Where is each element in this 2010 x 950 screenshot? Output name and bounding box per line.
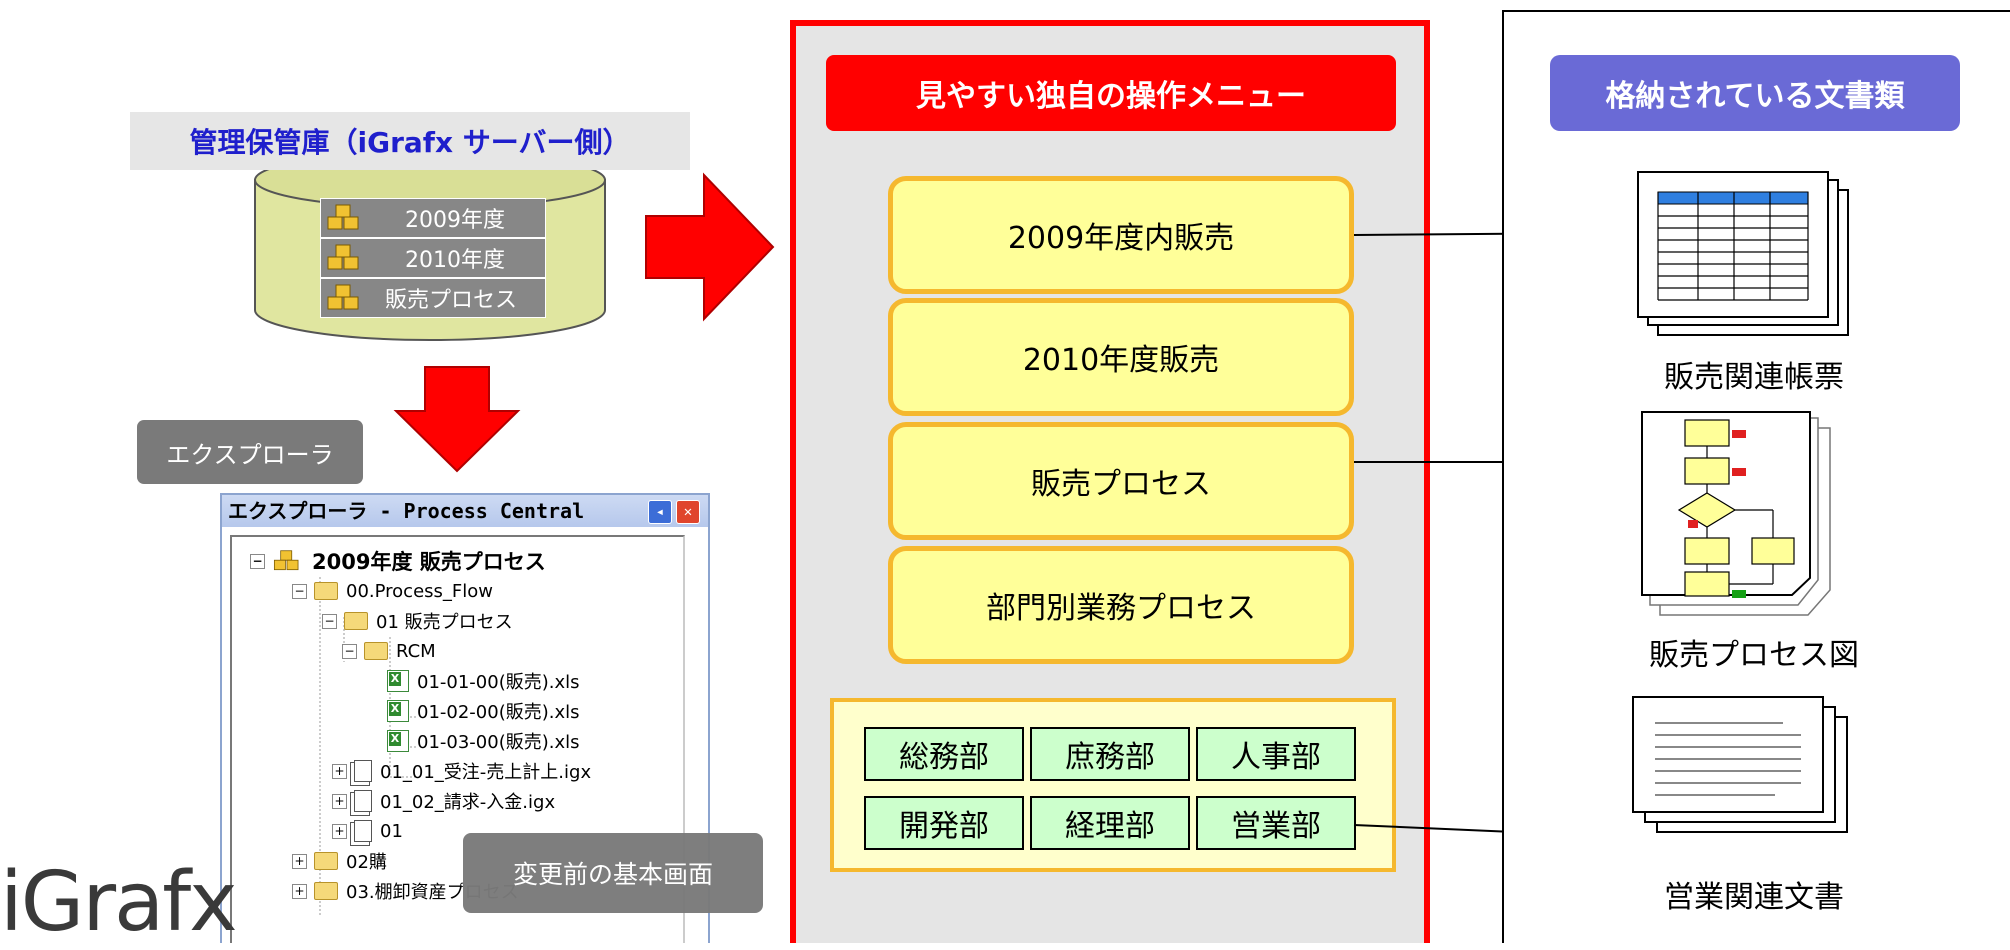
- tree-row-label: 01: [380, 820, 403, 842]
- expand-icon[interactable]: +: [332, 763, 347, 779]
- repository-item-label: 2009年度: [405, 208, 505, 233]
- expand-icon[interactable]: +: [292, 853, 307, 869]
- arrow-right-icon: [645, 172, 775, 322]
- repository-item-2010[interactable]: 2010年度: [320, 238, 546, 278]
- tree-row-label: 01-01-00(販売).xls: [417, 672, 580, 693]
- collapse-icon[interactable]: −: [342, 643, 357, 659]
- menu-header: 見やすい独自の操作メニュー: [826, 55, 1396, 131]
- repository-item-sales-process[interactable]: 販売プロセス: [320, 278, 546, 318]
- pin-icon[interactable]: ◂: [648, 500, 672, 524]
- excel-file-icon: [387, 730, 409, 752]
- cubes-icon: [273, 550, 299, 571]
- tree-row-label: 00.Process_Flow: [346, 580, 493, 602]
- tree-row-label: 01_01_受注-売上計上.igx: [380, 762, 592, 783]
- folder-icon: [344, 612, 368, 630]
- dept-button-accounting[interactable]: 経理部: [1030, 796, 1190, 850]
- explorer-tree: −2009年度 販売プロセス−00.Process_Flow−01 販売プロセス…: [230, 535, 685, 943]
- tree-row[interactable]: +01: [332, 817, 403, 845]
- menu-item-2009-sales[interactable]: 2009年度内販売: [888, 176, 1354, 294]
- folder-icon: [314, 882, 338, 900]
- tree-row[interactable]: 01-02-00(販売).xls: [387, 697, 580, 725]
- arrow-down-icon: [393, 366, 521, 473]
- explorer-titlebar: エクスプローラ - Process Central ◂ ✕: [222, 495, 708, 527]
- document-label-process-diagram: 販売プロセス図: [1649, 638, 1859, 673]
- folder-icon: [314, 852, 338, 870]
- collapse-icon[interactable]: −: [250, 553, 265, 569]
- text-document-icon: [1632, 696, 1848, 833]
- dept-button-sales[interactable]: 営業部: [1196, 796, 1356, 850]
- tree-row-label: 01-03-00(販売).xls: [417, 732, 580, 753]
- document-file-icon: [354, 790, 372, 812]
- tree-row[interactable]: +01_01_受注-売上計上.igx: [332, 757, 591, 785]
- collapse-icon[interactable]: −: [322, 613, 337, 629]
- tree-row[interactable]: − 01 販売プロセス: [322, 607, 513, 635]
- tree-row[interactable]: 01-01-00(販売).xls: [387, 667, 580, 695]
- tree-row-label: 01-02-00(販売).xls: [417, 702, 580, 723]
- excel-file-icon: [387, 700, 409, 722]
- tree-row[interactable]: − RCM: [342, 637, 436, 665]
- expand-icon[interactable]: +: [332, 823, 347, 839]
- repository-item-label: 販売プロセス: [385, 288, 518, 313]
- close-icon[interactable]: ✕: [676, 500, 700, 524]
- explorer-label: エクスプローラ: [137, 420, 363, 484]
- tree-row[interactable]: 01-03-00(販売).xls: [387, 727, 580, 755]
- dept-button-administration[interactable]: 庶務部: [1030, 727, 1190, 781]
- menu-item-2010-sales[interactable]: 2010年度販売: [888, 298, 1354, 416]
- cubes-icon: [327, 244, 359, 270]
- dept-button-development[interactable]: 開発部: [864, 796, 1024, 850]
- collapse-icon[interactable]: −: [292, 583, 307, 599]
- excel-file-icon: [387, 670, 409, 692]
- tree-row[interactable]: +01_02_請求-入金.igx: [332, 787, 555, 815]
- spreadsheet-document-icon: [1637, 171, 1849, 336]
- tree-row-label: 2009年度 販売プロセス: [312, 550, 546, 574]
- document-label-sales-documents: 営業関連文書: [1664, 880, 1844, 915]
- tree-row-label: 01_02_請求-入金.igx: [380, 792, 556, 813]
- tree-row[interactable]: − 00.Process_Flow: [292, 577, 493, 605]
- menu-item-department-process[interactable]: 部門別業務プロセス: [888, 546, 1354, 664]
- tree-row[interactable]: +02購: [292, 847, 387, 875]
- expand-icon[interactable]: +: [292, 883, 307, 899]
- repository-item-2009[interactable]: 2009年度: [320, 198, 546, 238]
- document-label-sales-forms: 販売関連帳票: [1664, 360, 1844, 395]
- folder-icon: [314, 582, 338, 600]
- document-file-icon: [354, 820, 372, 842]
- tree-row-label: 01 販売プロセス: [376, 612, 513, 633]
- dept-button-general-affairs[interactable]: 総務部: [864, 727, 1024, 781]
- flowchart-document-icon: [1641, 411, 1831, 616]
- igrafx-logo: iGrafx: [0, 855, 238, 950]
- dept-button-hr[interactable]: 人事部: [1196, 727, 1356, 781]
- folder-icon: [364, 642, 388, 660]
- tree-row-label: RCM: [396, 640, 436, 662]
- before-change-label: 変更前の基本画面: [463, 833, 763, 913]
- tree-row[interactable]: − 2009年度 販売プロセス: [250, 547, 546, 575]
- document-file-icon: [354, 760, 372, 782]
- repository-title: 管理保管庫（iGrafx サーバー側）: [130, 112, 690, 170]
- repository-item-label: 2010年度: [405, 248, 505, 273]
- documents-header: 格納されている文書類: [1550, 55, 1960, 131]
- expand-icon[interactable]: +: [332, 793, 347, 809]
- explorer-title: エクスプローラ - Process Central: [228, 499, 585, 523]
- menu-item-sales-process[interactable]: 販売プロセス: [888, 422, 1354, 540]
- tree-row-label: 02購: [346, 852, 387, 873]
- cubes-icon: [327, 284, 359, 310]
- cubes-icon: [327, 204, 359, 230]
